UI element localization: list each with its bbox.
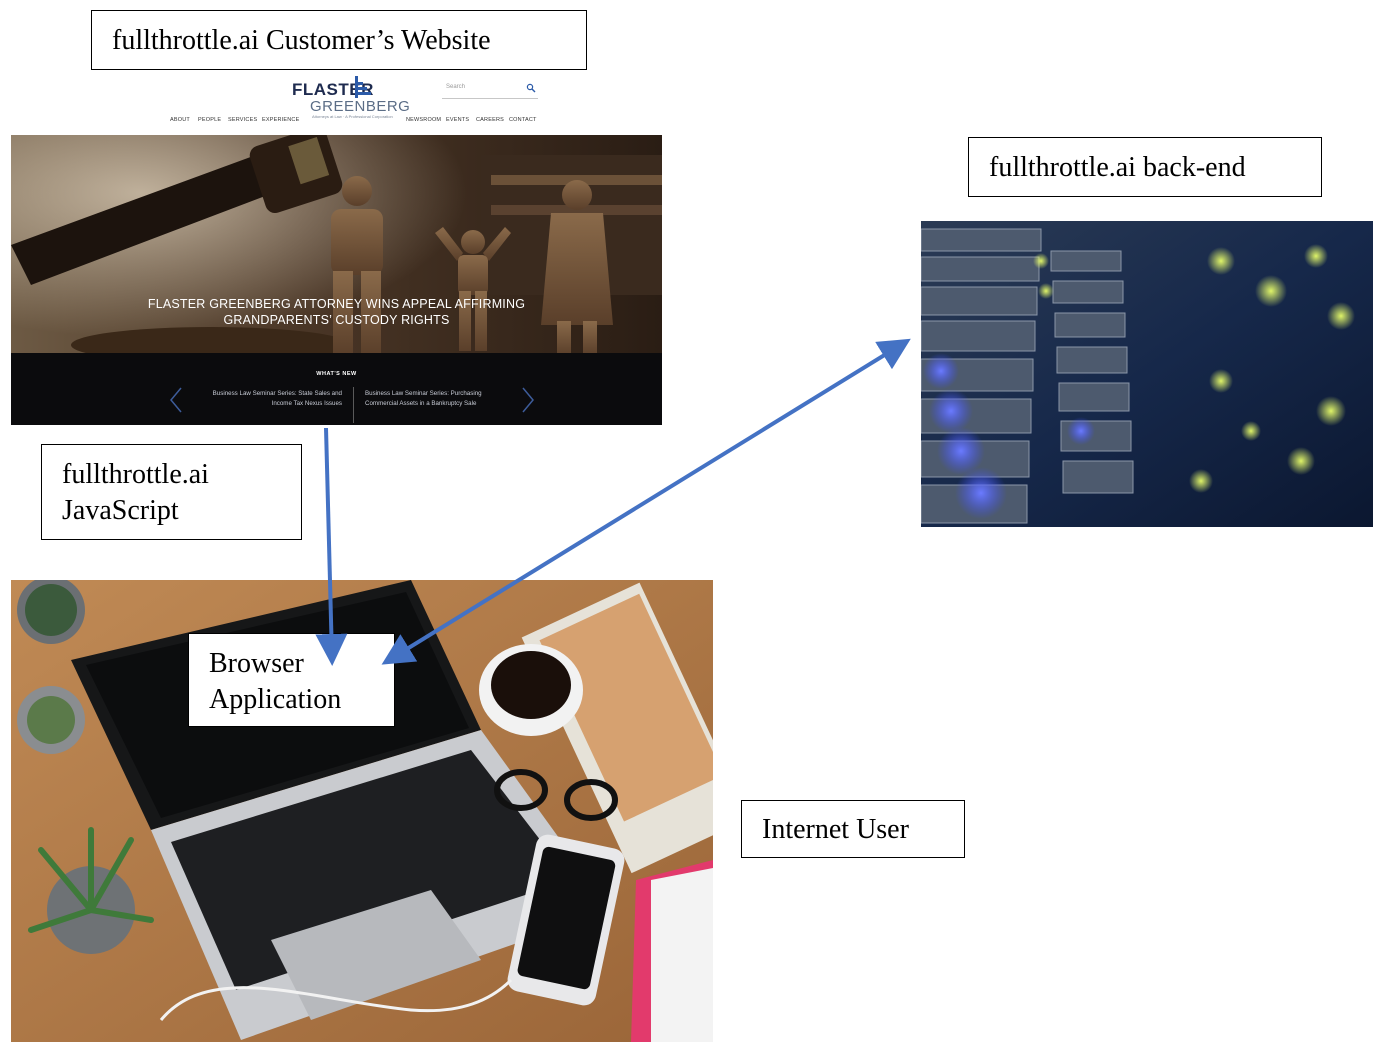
logo-greenberg: GREENBERG — [310, 98, 411, 115]
chevron-right-icon[interactable] — [521, 387, 535, 413]
news-divider — [353, 387, 354, 423]
browser-label: Browser Application — [188, 633, 395, 727]
nav-item-careers[interactable]: CAREERS — [476, 117, 504, 123]
logo-bars-icon — [355, 76, 371, 98]
search-icon[interactable] — [526, 83, 536, 93]
javascript-label-line2: JavaScript — [62, 495, 179, 526]
nav-item-people[interactable]: PEOPLE — [198, 117, 222, 123]
hero-headline[interactable]: FLASTER GREENBERG ATTORNEY WINS APPEAL A… — [11, 296, 662, 328]
javascript-label: fullthrottle.ai JavaScript — [41, 444, 302, 540]
logo-flaster: FLASTER — [292, 80, 374, 99]
browser-label-line1: Browser — [209, 648, 304, 679]
news-item-1-line1: Business Law Seminar Series: State Sales… — [212, 390, 342, 397]
whats-new-heading: WHAT'S NEW — [316, 371, 357, 377]
hero-headline-line1: FLASTER GREENBERG ATTORNEY WINS APPEAL A… — [147, 297, 526, 311]
site-search-input[interactable]: Search — [442, 82, 538, 99]
javascript-label-line1: fullthrottle.ai — [62, 459, 209, 490]
logo-tagline: Attorneys at Law · A Professional Corpor… — [312, 114, 393, 119]
nav-item-events[interactable]: EVENTS — [446, 117, 470, 123]
chevron-left-icon[interactable] — [169, 387, 183, 413]
nav-item-experience[interactable]: EXPERIENCE — [262, 117, 300, 123]
website-hero-image: FLASTER GREENBERG ATTORNEY WINS APPEAL A… — [11, 135, 662, 425]
news-item-1-line2: Income Tax Nexus Issues — [271, 400, 342, 407]
nav-item-about[interactable]: ABOUT — [170, 117, 190, 123]
news-item-2-line2: Commercial Assets in a Bankruptcy Sale — [365, 400, 477, 407]
internet-user-label: Internet User — [741, 800, 965, 858]
website-label-text: fullthrottle.ai Customer’s Website — [112, 25, 491, 56]
website-label: fullthrottle.ai Customer’s Website — [91, 10, 587, 70]
server-rack-illustration — [921, 221, 1373, 527]
hero-headline-line2: GRANDPARENTS’ CUSTODY RIGHTS — [223, 313, 450, 327]
backend-label-text: fullthrottle.ai back-end — [989, 152, 1246, 183]
news-item[interactable]: Business Law Seminar Series: State Sales… — [169, 389, 342, 409]
news-item-2-line1: Business Law Seminar Series: Purchasing — [365, 390, 482, 397]
website-header: FLASTER GREENBERG Attorneys at Law · A P… — [160, 72, 550, 132]
gavel-family-photo — [11, 135, 662, 425]
nav-item-services[interactable]: SERVICES — [228, 117, 258, 123]
browser-label-line2: Application — [209, 684, 342, 715]
backend-label: fullthrottle.ai back-end — [968, 137, 1322, 197]
site-search-placeholder: Search — [446, 84, 466, 90]
server-rack-photo — [921, 221, 1373, 527]
internet-user-label-text: Internet User — [762, 814, 909, 845]
nav-item-contact[interactable]: CONTACT — [509, 117, 537, 123]
news-item[interactable]: Business Law Seminar Series: Purchasing … — [365, 389, 525, 409]
nav-item-newsroom[interactable]: NEWSROOM — [406, 117, 442, 123]
